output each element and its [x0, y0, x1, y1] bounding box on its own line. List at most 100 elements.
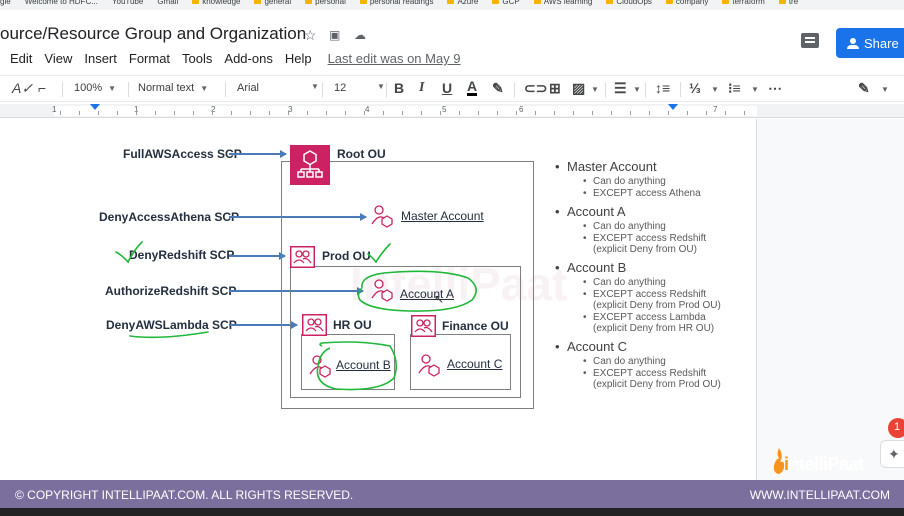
add-comment-icon[interactable]: ⊞: [549, 80, 561, 96]
numbered-list-icon[interactable]: ⅓: [689, 80, 701, 96]
style-select[interactable]: Normal text▼: [138, 82, 208, 94]
chevron-down-icon[interactable]: ▼: [751, 85, 759, 94]
menu-edit[interactable]: Edit: [10, 51, 33, 66]
ruler-tick: [307, 111, 308, 115]
font-select[interactable]: Arial▼: [237, 82, 319, 94]
account-icon: [418, 354, 440, 377]
ruler-tick: [535, 111, 536, 115]
cloud-status-icon[interactable]: ☁: [354, 28, 366, 42]
bookmark-item[interactable]: GCP: [492, 0, 520, 6]
bookmark-item[interactable]: terraform: [722, 0, 765, 6]
bookmark-item[interactable]: YouTube: [112, 0, 143, 6]
account-icon: [309, 355, 331, 378]
menu-addons[interactable]: Add-ons: [224, 51, 273, 66]
bookmark-label: knowledge: [202, 0, 241, 6]
menu-tools[interactable]: Tools: [182, 51, 213, 66]
bookmark-item[interactable]: general: [254, 0, 291, 6]
link-icon[interactable]: ⊂⊃: [524, 80, 548, 96]
chevron-down-icon[interactable]: ▼: [591, 85, 599, 94]
ruler-number: 1: [52, 105, 57, 114]
text-color-icon[interactable]: A: [467, 78, 478, 96]
ruler-tick: [687, 111, 688, 115]
chevron-down-icon[interactable]: ▼: [881, 85, 889, 94]
account-icon: [371, 279, 393, 302]
explore-icon[interactable]: ✦: [880, 440, 904, 468]
note-item-text: Can do anything: [593, 356, 666, 367]
chevron-down-icon[interactable]: ▼: [711, 85, 719, 94]
bulleted-list-icon[interactable]: ⁝≡: [728, 80, 741, 96]
note-item-text: EXCEPT access Redshift: [593, 289, 707, 300]
notes-list: Master AccountCan do anythingEXCEPT acce…: [555, 159, 755, 395]
bold-icon[interactable]: B: [394, 80, 405, 96]
comment-history-icon[interactable]: [801, 33, 819, 48]
bookmark-item[interactable]: knowledge: [192, 0, 240, 6]
highlight-icon[interactable]: ✎: [492, 80, 504, 96]
bookmark-item[interactable]: AWS learning: [533, 0, 592, 6]
editing-mode-icon[interactable]: ✎: [858, 80, 870, 96]
bookmark-label: YouTube: [111, 0, 144, 6]
bookmark-item[interactable]: personal: [305, 0, 346, 6]
menu-insert[interactable]: Insert: [84, 51, 117, 66]
prod-ou-box: [290, 266, 521, 398]
chevron-down-icon[interactable]: ▼: [633, 85, 641, 94]
hr-ou-label: HR OU: [333, 318, 372, 332]
zoom-select[interactable]: 100% ▼: [74, 82, 116, 94]
paint-format-icon[interactable]: ⌐: [38, 80, 47, 96]
italic-icon[interactable]: I: [419, 80, 425, 95]
bookmark-item[interactable]: Gmail: [157, 0, 178, 6]
finance-ou-box: [410, 334, 511, 390]
ruler-number: 4: [365, 105, 370, 114]
ruler-tick: [402, 111, 403, 115]
bookmark-label: personal readings: [369, 0, 434, 6]
folder-icon: [606, 0, 614, 5]
ruler-tick: [668, 111, 669, 115]
menu-help[interactable]: Help: [284, 51, 312, 66]
chevron-down-icon: ▼: [108, 84, 117, 93]
flame-icon: [773, 448, 785, 474]
ruler-tick: [326, 111, 327, 115]
bookmark-item[interactable]: personal readings: [359, 0, 434, 6]
bookmark-item[interactable]: CloudOps: [606, 0, 652, 6]
note-item: Can do anything: [555, 176, 755, 187]
chevron-down-icon: ▼: [311, 82, 319, 91]
bookmark-item[interactable]: tre: [778, 0, 798, 6]
zoom-value: 100%: [74, 82, 103, 94]
bookmark-item[interactable]: Welcome to HDFC...: [25, 0, 98, 6]
bookmark-item[interactable]: gle: [0, 0, 11, 6]
ou-icon: [411, 315, 436, 337]
move-folder-icon[interactable]: ▣: [329, 28, 341, 42]
folder-icon: [492, 0, 500, 5]
bookmark-item[interactable]: Azure: [447, 0, 478, 6]
font-size-select[interactable]: 12▼: [334, 82, 385, 94]
note-item: EXCEPT access Athena: [555, 188, 755, 199]
finance-ou-label: Finance OU: [442, 319, 509, 333]
arrow: [229, 252, 286, 259]
menu-format[interactable]: Format: [128, 51, 171, 66]
menu-view[interactable]: View: [44, 51, 73, 66]
star-icon[interactable]: ☆: [304, 27, 317, 43]
bookmark-item[interactable]: company: [665, 0, 708, 6]
note-title: Account B: [555, 260, 755, 276]
indent-marker[interactable]: [90, 104, 100, 110]
organization-icon: [290, 145, 330, 185]
right-indent-marker[interactable]: [668, 104, 678, 110]
ruler-tick: [136, 111, 137, 115]
bookmark-label: Azure: [457, 0, 479, 6]
notification-badge[interactable]: 1: [888, 418, 904, 438]
bookmark-label: gle: [0, 0, 11, 6]
ruler-tick: [364, 111, 365, 115]
align-icon[interactable]: ☰: [614, 80, 627, 96]
more-icon[interactable]: ⋯: [768, 80, 782, 96]
share-button[interactable]: Share: [836, 28, 904, 58]
ruler-number: 3: [288, 105, 293, 114]
underline-icon[interactable]: U: [442, 80, 453, 96]
folder-icon: [359, 0, 367, 5]
document-title[interactable]: ource/Resource Group and Organization: [0, 24, 307, 43]
folder-icon: [533, 0, 541, 5]
ruler-tick: [611, 111, 612, 115]
insert-image-icon[interactable]: ▨: [572, 80, 586, 96]
spellcheck-icon[interactable]: A✓: [12, 80, 34, 96]
last-edit-link[interactable]: Last edit was on May 9: [327, 51, 461, 66]
line-spacing-icon[interactable]: ↕≡: [655, 80, 671, 96]
